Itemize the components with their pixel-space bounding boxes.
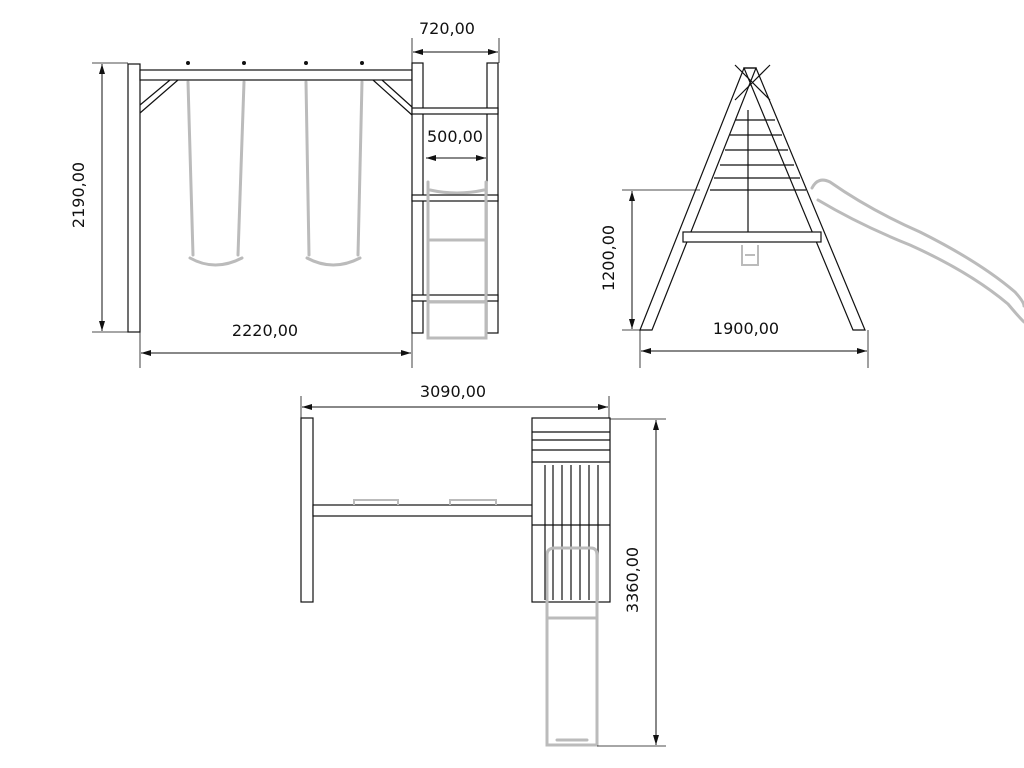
dim-label-720: 720,00 — [419, 19, 475, 38]
dim-label-500: 500,00 — [427, 127, 483, 146]
dimension-platform-height — [622, 189, 700, 331]
side-view — [639, 64, 1024, 331]
slide-side — [810, 178, 1024, 324]
swing-seat-right — [304, 80, 364, 267]
dimension-side-base — [639, 330, 869, 368]
dim-label-2220: 2220,00 — [232, 321, 298, 340]
top-view — [300, 417, 611, 747]
dim-label-1900: 1900,00 — [713, 319, 779, 338]
dim-label-1200: 1200,00 — [599, 225, 618, 291]
swing-seat-left — [186, 80, 246, 267]
dim-label-3090: 3090,00 — [420, 382, 486, 401]
dimension-tower-width — [411, 38, 500, 63]
front-view — [127, 61, 499, 340]
dim-label-3360: 3360,00 — [623, 547, 642, 613]
dimension-top-depth — [597, 418, 666, 747]
slide-front — [426, 180, 488, 340]
dim-label-2190: 2190,00 — [69, 162, 88, 228]
dimension-front-height — [92, 62, 128, 333]
dimension-top-width — [300, 396, 610, 418]
dimension-swing-width — [139, 332, 413, 368]
slide-top — [545, 546, 599, 747]
